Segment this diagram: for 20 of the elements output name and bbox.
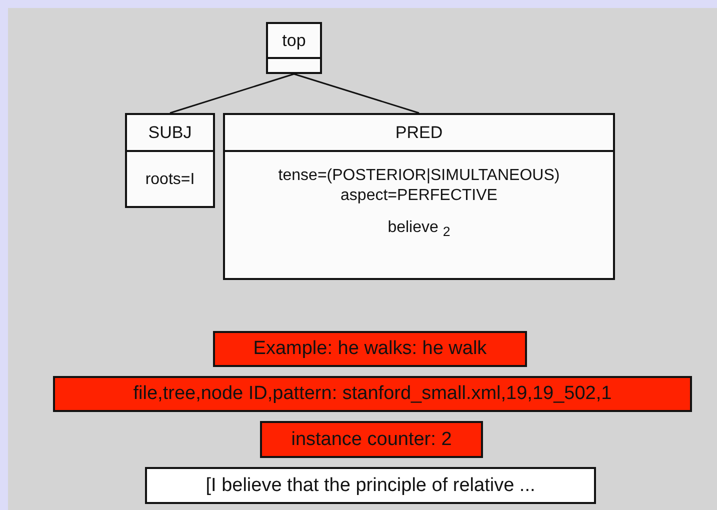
feature-structure-box xyxy=(223,113,615,280)
box-heading: PRED xyxy=(395,122,443,144)
box-heading: top xyxy=(282,30,306,52)
info-text: file,tree,node ID,pattern: stanford_small.xml,19,19_502,1 xyxy=(133,383,612,405)
info-text: [I believe that the principle of relative ... xyxy=(206,474,536,496)
info-bar xyxy=(260,421,483,458)
feature-structure-box xyxy=(266,22,322,74)
feature-text: tense=(POSTERIOR|SIMULTANEOUS) xyxy=(278,166,560,186)
sentence-box xyxy=(145,467,596,504)
feature-structure-box xyxy=(125,113,215,208)
info-bar xyxy=(53,376,692,412)
info-text: Example: he walks: he walk xyxy=(253,338,487,360)
box-heading: SUBJ xyxy=(148,122,192,144)
feature-text: roots=I xyxy=(145,170,195,190)
feature-text: aspect=PERFECTIVE xyxy=(340,186,498,206)
tree-branch-line xyxy=(170,73,294,114)
tree-branch-line xyxy=(294,73,420,114)
info-bar xyxy=(213,331,527,367)
feature-text: believe $_{2}$ xyxy=(388,218,450,242)
info-text: instance counter: 2 xyxy=(291,428,452,450)
